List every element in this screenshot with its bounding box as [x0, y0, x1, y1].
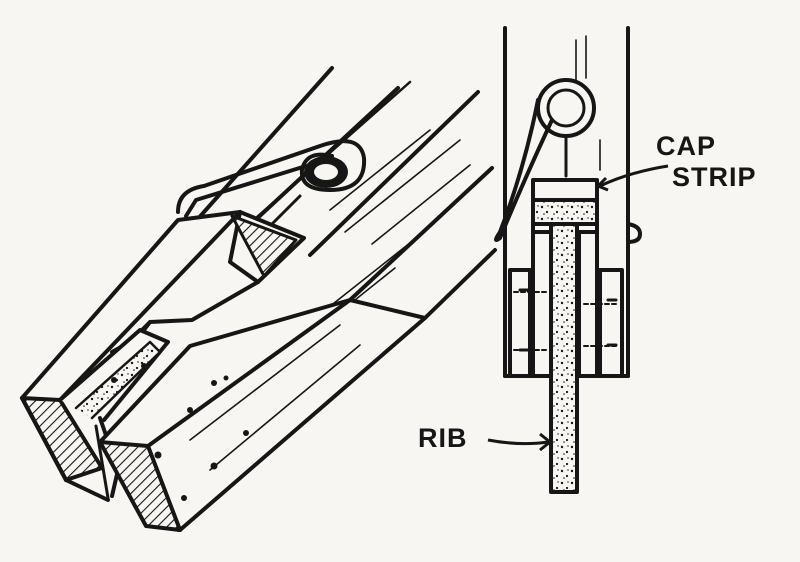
right-section-view	[494, 26, 642, 494]
rib	[549, 222, 579, 494]
spring-clip	[176, 139, 367, 228]
cap-label-line2: STRIP	[672, 162, 757, 192]
upper-clamp-block	[20, 210, 306, 402]
side-tab	[626, 222, 642, 244]
lower-clamp-block	[98, 298, 427, 532]
cap-label-line1: CAP	[656, 131, 716, 161]
inner-channel	[58, 328, 170, 500]
cap-strip	[531, 198, 599, 226]
rib-label: RIB	[418, 423, 468, 453]
rib-leader	[487, 438, 549, 446]
left-perspective-view	[20, 66, 497, 532]
spring-clip-front	[494, 78, 596, 242]
annotations: CAP STRIP RIB	[418, 131, 757, 453]
cap-strip-leader	[599, 164, 669, 188]
